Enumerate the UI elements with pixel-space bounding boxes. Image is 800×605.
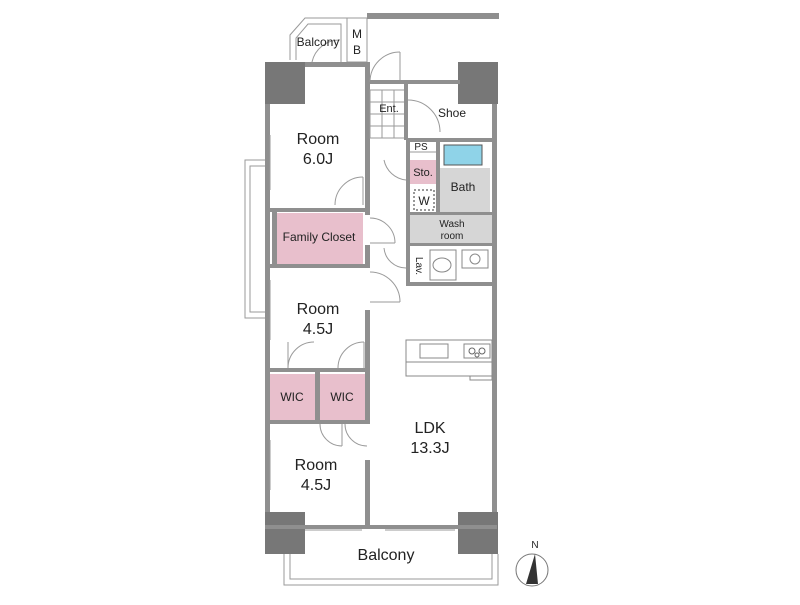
entrance-side-wall [404,84,408,140]
mb-label-m: M [352,27,362,41]
balcony-top-label: Balcony [297,35,340,49]
family-closet [277,213,363,265]
closet-door [369,217,396,244]
room3-name: Room [295,457,338,474]
entrance-label: Ent. [379,103,399,115]
entrance-top-wall [370,80,460,84]
shoe-cabinet [407,99,441,133]
lavatory-label: Lav. [413,257,424,275]
north-compass: N [515,540,549,587]
column-bottom-right [458,512,498,554]
storage [408,160,438,184]
room1-size: 6.0J [303,151,333,168]
room2-size: 4.5J [303,321,333,338]
bottom-balcony [283,554,499,586]
room1-bottom-wall [265,208,370,212]
washer-space [413,189,435,211]
wic-right [320,374,365,420]
room2-bottom-wall [265,368,370,372]
ldk-size: 13.3J [410,440,449,457]
mb-label-b: B [353,43,361,57]
top-wall [367,13,499,19]
wic-left-label: WIC [280,390,304,404]
room1-door [334,176,364,206]
wash-room-label-2: room [441,231,464,242]
compass-north-label: N [531,540,538,551]
room3-size: 4.5J [301,477,331,494]
left-bay-window [244,159,268,319]
column-bottom-left [265,512,305,554]
entrance [369,51,407,139]
right-wall [492,62,497,532]
closet-bottom-wall [265,264,370,268]
wic-bottom-wall [265,420,370,424]
room2-doors [287,271,401,369]
kitchen-counter [405,339,493,381]
bottom-wall [265,525,497,529]
wash-room-label-1: Wash [439,219,464,230]
shoe-label: Shoe [438,106,466,120]
left-wall [265,62,270,532]
family-closet-label: Family Closet [283,230,356,244]
room1-name: Room [297,131,340,148]
balcony-bottom-label: Balcony [358,547,415,564]
room2-name: Room [297,301,340,318]
wic-left [270,374,315,420]
toilet [429,249,489,281]
bath [438,168,490,214]
shoe-bottom-wall [406,138,496,142]
wic-doors [319,423,368,447]
ldk-name: LDK [414,420,445,437]
wet-doors [383,159,407,269]
column-top-right [458,62,498,104]
wash-room [408,215,492,243]
washer-label: W [418,194,430,208]
bathtub [443,144,483,166]
ps-label: PS [414,142,428,153]
wic-right-label: WIC [330,390,354,404]
storage-label: Sto. [413,167,433,179]
column-top-left [265,62,305,104]
bath-label: Bath [451,180,476,194]
room1-top-wall [265,62,367,67]
